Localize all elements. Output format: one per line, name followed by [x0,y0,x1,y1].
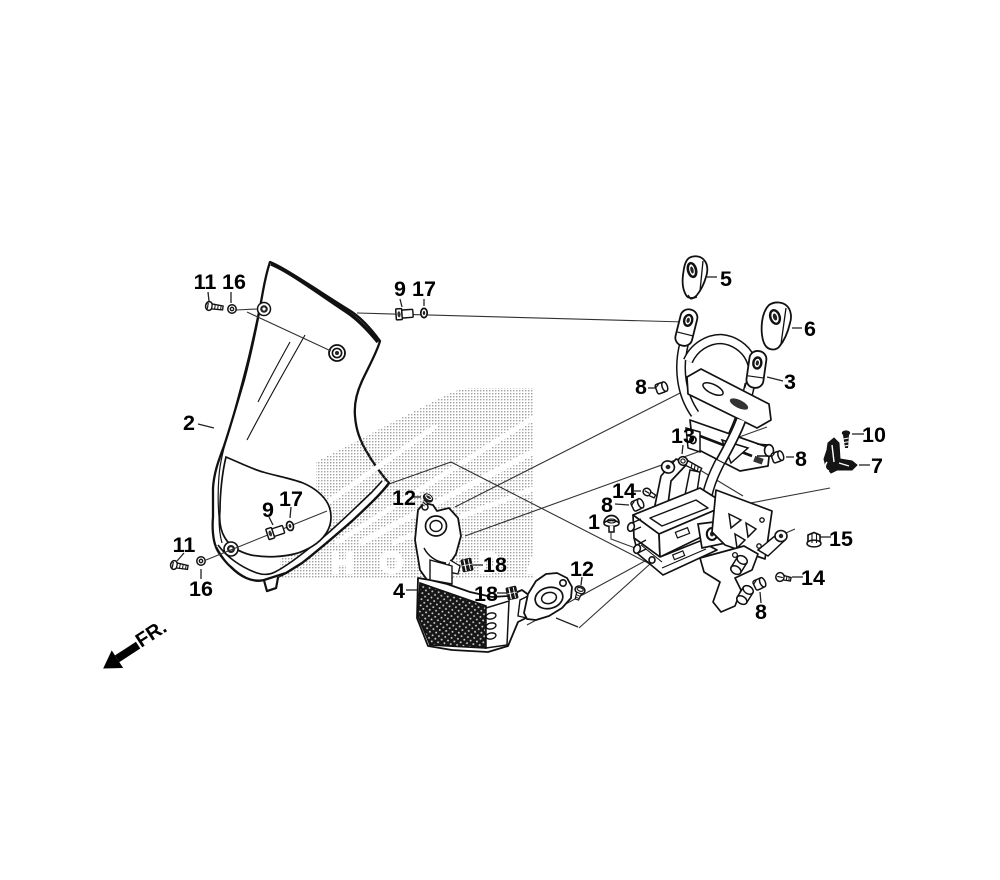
svg-text:8: 8 [755,600,767,624]
svg-text:8: 8 [795,447,807,471]
svg-text:4: 4 [393,579,405,603]
svg-text:9: 9 [262,498,274,522]
svg-text:18: 18 [474,582,498,606]
svg-text:14: 14 [612,479,636,503]
svg-text:14: 14 [801,566,825,590]
svg-text:16: 16 [222,270,246,294]
svg-text:18: 18 [483,553,507,577]
svg-text:2: 2 [183,411,195,435]
svg-text:11: 11 [194,270,217,294]
svg-text:9: 9 [394,277,406,301]
svg-text:12: 12 [570,557,594,581]
svg-text:8: 8 [601,493,613,517]
svg-text:13: 13 [671,424,695,448]
svg-text:15: 15 [829,527,853,551]
svg-text:12: 12 [392,486,416,510]
svg-text:5: 5 [720,267,732,291]
svg-text:17: 17 [412,277,436,301]
svg-text:16: 16 [189,577,213,601]
svg-text:1: 1 [588,510,600,534]
svg-text:7: 7 [871,454,883,478]
svg-text:8: 8 [635,375,647,399]
svg-text:17: 17 [279,487,303,511]
svg-text:3: 3 [784,370,796,394]
svg-text:6: 6 [804,317,816,341]
svg-text:11: 11 [173,533,196,557]
svg-text:10: 10 [862,423,886,447]
